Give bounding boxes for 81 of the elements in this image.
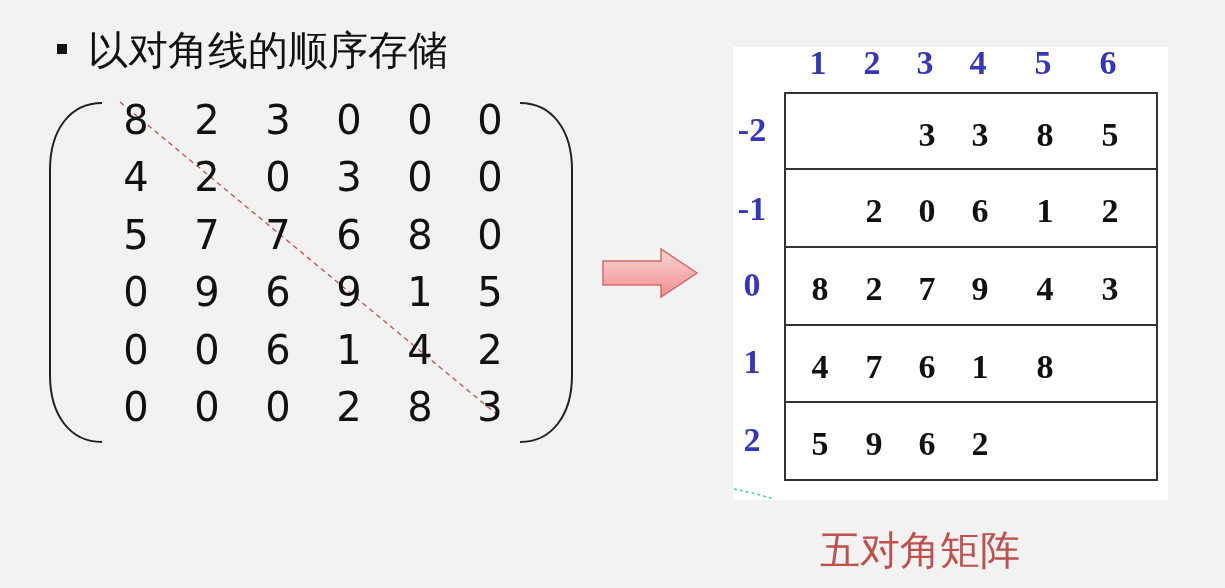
diagonal-index: -2 xyxy=(737,113,767,147)
table-entry: 4 xyxy=(1036,272,1054,306)
matrix-entry: 6 xyxy=(336,215,362,255)
matrix-entry: 0 xyxy=(123,387,149,427)
table-entry: 6 xyxy=(971,194,989,228)
table-entry: 7 xyxy=(865,349,883,384)
table-row xyxy=(784,246,1158,326)
matrix-entry: 0 xyxy=(194,387,220,427)
matrix-entry: 3 xyxy=(265,100,291,140)
column-index: 3 xyxy=(916,46,934,80)
column-index: 2 xyxy=(863,46,881,80)
diagonal-index: 2 xyxy=(743,423,761,457)
matrix-entry: 9 xyxy=(194,272,220,312)
table-entry: 3 xyxy=(1101,272,1119,306)
matrix-entry: 8 xyxy=(407,215,433,255)
matrix-entry: 6 xyxy=(265,272,291,312)
matrix-entry: 3 xyxy=(336,157,362,197)
table-entry: 3 xyxy=(918,118,936,152)
matrix xyxy=(50,100,572,445)
block-arrow xyxy=(602,247,699,299)
matrix-entry: 9 xyxy=(336,272,362,312)
diagonal-index: -1 xyxy=(737,192,767,226)
matrix-entry: 8 xyxy=(123,100,149,140)
table-row xyxy=(784,324,1158,403)
table-entry: 9 xyxy=(865,427,883,461)
table-entry: 3 xyxy=(971,118,989,152)
matrix-entry: 0 xyxy=(407,100,433,140)
table-entry: 6 xyxy=(918,427,936,461)
column-index: 4 xyxy=(969,46,987,80)
table-entry: 9 xyxy=(971,272,989,306)
matrix-entry: 2 xyxy=(336,387,362,427)
table-entry: 2 xyxy=(1101,194,1119,228)
matrix-entry: 0 xyxy=(123,330,149,370)
table-entry: 8 xyxy=(1036,118,1054,152)
matrix-entry: 4 xyxy=(407,330,433,370)
matrix-entry: 7 xyxy=(265,215,291,255)
table-entry: 4 xyxy=(811,349,829,384)
matrix-entry: 0 xyxy=(477,100,503,140)
heading: 以对角线的顺序存储 xyxy=(88,28,448,72)
matrix-entry: 1 xyxy=(336,330,362,370)
table-entry: 8 xyxy=(811,272,829,306)
table-entry: 5 xyxy=(811,427,829,461)
table-entry: 2 xyxy=(865,272,883,306)
matrix-entry: 0 xyxy=(265,387,291,427)
matrix-entry: 5 xyxy=(477,272,503,312)
matrix-entry: 0 xyxy=(477,215,503,255)
column-index: 1 xyxy=(809,46,827,80)
matrix-entry: 2 xyxy=(194,157,220,197)
table-entry: 1 xyxy=(1036,194,1054,228)
table-entry: 2 xyxy=(865,194,883,228)
matrix-entry: 0 xyxy=(123,272,149,312)
matrix-entry: 2 xyxy=(477,330,503,370)
matrix-entry: 0 xyxy=(407,157,433,197)
matrix-entry: 0 xyxy=(194,330,220,370)
table-row xyxy=(784,92,1158,170)
diagonal-index: 1 xyxy=(743,345,761,379)
table-entry: 1 xyxy=(971,349,989,384)
table-entry: 2 xyxy=(971,427,989,461)
matrix-entry: 8 xyxy=(407,387,433,427)
matrix-entry: 5 xyxy=(123,215,149,255)
matrix-entry: 2 xyxy=(194,100,220,140)
matrix-entry: 4 xyxy=(123,157,149,197)
column-index: 6 xyxy=(1099,46,1117,80)
table-entry: 7 xyxy=(918,272,936,306)
matrix-entry: 0 xyxy=(477,157,503,197)
matrix-entry: 7 xyxy=(194,215,220,255)
table-row xyxy=(784,401,1158,481)
table-entry: 5 xyxy=(1101,118,1119,152)
caption: 五对角矩阵 xyxy=(820,528,1020,572)
matrix-entry: 6 xyxy=(265,330,291,370)
matrix-entry: 3 xyxy=(477,387,503,427)
table-entry: 6 xyxy=(918,349,936,384)
matrix-entry: 0 xyxy=(336,100,362,140)
table-panel xyxy=(733,47,1168,500)
table-row xyxy=(784,168,1158,248)
table-entry: 0 xyxy=(918,194,936,228)
column-index: 5 xyxy=(1034,46,1052,80)
diagonal-index: 0 xyxy=(743,268,761,302)
matrix-entry: 0 xyxy=(265,157,291,197)
matrix-entry: 1 xyxy=(407,272,433,312)
table-entry: 8 xyxy=(1036,349,1054,384)
